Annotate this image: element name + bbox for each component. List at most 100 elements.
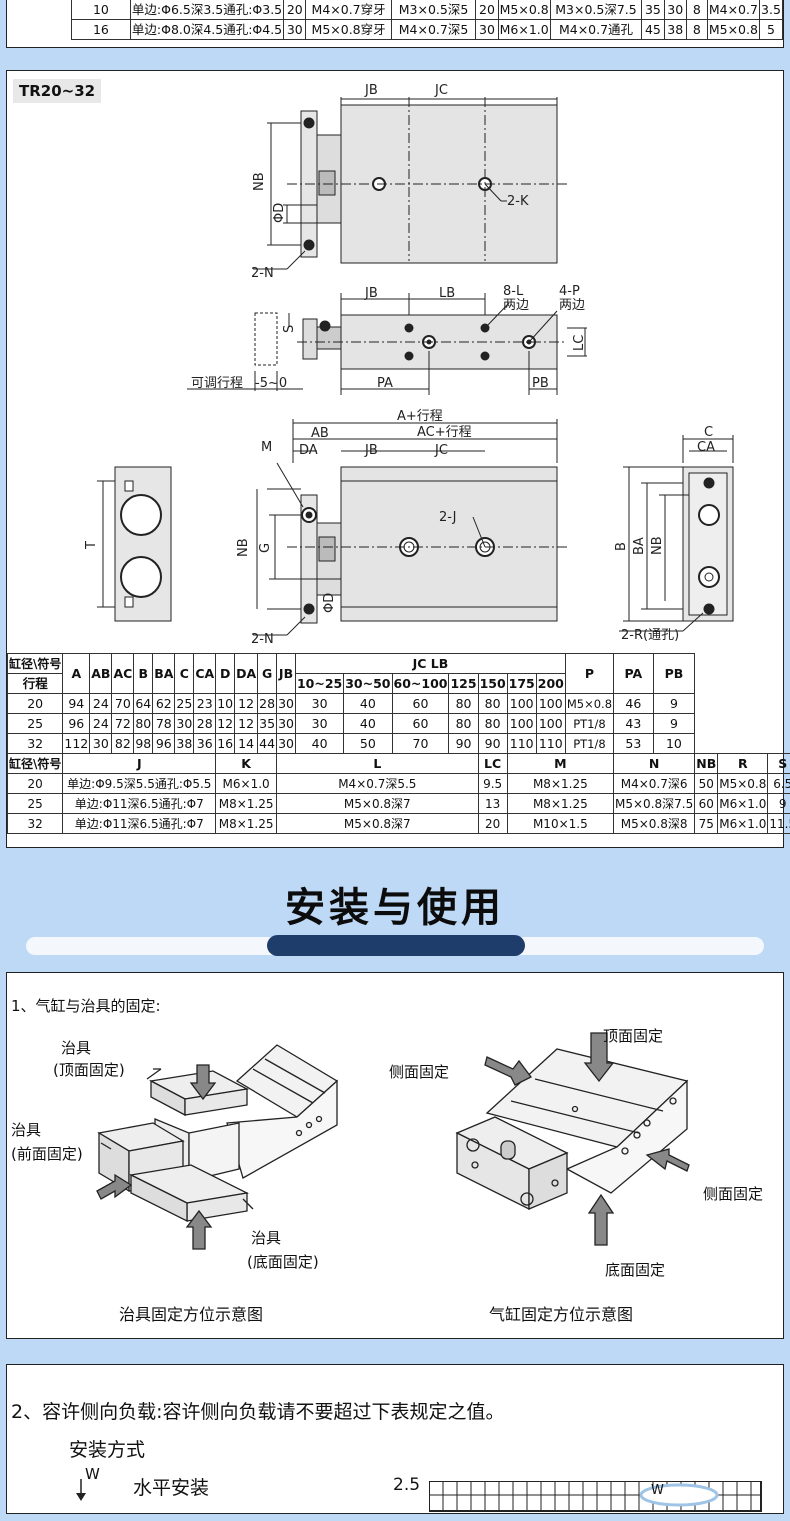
table-cell: 36 bbox=[194, 734, 216, 754]
table-cell: 20 bbox=[478, 814, 507, 834]
table-cell: 46 bbox=[614, 694, 654, 714]
label-t: T bbox=[84, 541, 99, 550]
table-cell: 30 bbox=[295, 694, 343, 714]
jig-illustration bbox=[97, 1045, 337, 1249]
table-cell: 45 bbox=[642, 20, 664, 40]
table-cell: 96 bbox=[63, 714, 90, 734]
table-cell: M4×0.7通孔 bbox=[550, 20, 642, 40]
label-2r: 2-R(通孔) bbox=[621, 628, 679, 643]
jig-top-sub: (顶面固定) bbox=[53, 1059, 125, 1080]
table-cell: M4×0.7深5 bbox=[391, 20, 476, 40]
table-cell: M5×0.8深7 bbox=[277, 794, 479, 814]
label-jb: JB bbox=[364, 83, 378, 98]
table-cell: 12 bbox=[235, 694, 258, 714]
label-2j: 2-J bbox=[439, 510, 457, 525]
load-chart-grid bbox=[429, 1481, 769, 1521]
header-cell: AB bbox=[90, 654, 112, 694]
table-cell: M4×0.7 bbox=[707, 0, 759, 20]
header-cell: S bbox=[768, 754, 790, 774]
table-cell: 60 bbox=[695, 794, 718, 814]
table-cell: 90 bbox=[449, 734, 478, 754]
table-cell: 20 bbox=[8, 694, 63, 714]
table-cell: 单边:Φ11深6.5通孔:Φ7 bbox=[63, 794, 216, 814]
jig-top-label: 治具 bbox=[61, 1037, 91, 1058]
header-cell: JB bbox=[277, 654, 296, 694]
table-cell: 20 bbox=[476, 0, 498, 20]
table-cell: 10 bbox=[216, 694, 235, 714]
table-cell: 96 bbox=[153, 734, 175, 754]
side-fix-left-label: 侧面固定 bbox=[389, 1061, 449, 1082]
chart-y-top: 2.5 bbox=[393, 1475, 420, 1495]
jig-front-sub: (前面固定) bbox=[11, 1143, 83, 1164]
load-heading: 2、容许侧向负载:容许侧向负载请不要超过下表规定之值。 bbox=[11, 1397, 505, 1424]
table-cell: M5×0.8深7.5 bbox=[614, 794, 695, 814]
table-cell: 30 bbox=[277, 694, 296, 714]
label-nb: NB bbox=[252, 172, 267, 191]
header-cell: G bbox=[258, 654, 277, 694]
table-cell: M8×1.25 bbox=[216, 794, 277, 814]
label-ca: CA bbox=[697, 440, 715, 455]
horizontal-mount-label: 水平安装 bbox=[133, 1473, 209, 1500]
label-jc: JC bbox=[434, 83, 448, 98]
table-cell: 25 bbox=[8, 794, 63, 814]
table-cell: 单边:Φ9.5深5.5通孔:Φ5.5 bbox=[63, 774, 216, 794]
label-nb-front: NB bbox=[236, 538, 251, 557]
table-cell: 75 bbox=[695, 814, 718, 834]
table-cell: M5×0.8 bbox=[498, 0, 550, 20]
table-cell: 110 bbox=[536, 734, 565, 754]
label-pa: PA bbox=[377, 376, 393, 391]
header-cell: PB bbox=[653, 654, 695, 694]
header-row: 缸径\符号JKLLCMNNBRST bbox=[8, 754, 790, 774]
table-cell: M6×1.0 bbox=[718, 794, 768, 814]
table-cell: M5×0.8深7 bbox=[277, 814, 479, 834]
label-8l: 8-L bbox=[503, 284, 524, 299]
side-fix-right-label: 侧面固定 bbox=[703, 1183, 763, 1204]
table-cell: M3×0.5深5 bbox=[391, 0, 476, 20]
chart-w-label: W bbox=[651, 1483, 664, 1498]
table-cell: 30 bbox=[664, 0, 686, 20]
table-cell: 94 bbox=[63, 694, 90, 714]
cylinder-illustration bbox=[457, 1033, 689, 1245]
header-cell: 缸径\符号 bbox=[8, 754, 63, 774]
label-2k: 2-K bbox=[507, 194, 529, 209]
header-cell: CA bbox=[194, 654, 216, 694]
table-cell: 9 bbox=[653, 694, 695, 714]
table-cell: 23 bbox=[194, 694, 216, 714]
header-cell: J bbox=[63, 754, 216, 774]
table-cell: 80 bbox=[449, 694, 478, 714]
header-cell: 125 bbox=[449, 674, 478, 694]
mounting-illustration bbox=[7, 973, 783, 1338]
header-cell: AC bbox=[112, 654, 134, 694]
header-cell: 150 bbox=[478, 674, 507, 694]
caption-cylinder: 气缸固定方位示意图 bbox=[489, 1301, 633, 1325]
header-cell: M bbox=[507, 754, 613, 774]
table-cell: 82 bbox=[112, 734, 134, 754]
table-cell: M3×0.5深7.5 bbox=[550, 0, 642, 20]
header-cell: N bbox=[614, 754, 695, 774]
label-lb: LB bbox=[439, 286, 455, 301]
top-fix-label: 顶面固定 bbox=[603, 1025, 663, 1046]
label-b: B bbox=[614, 542, 629, 551]
table-cell: M5×0.8穿牙 bbox=[306, 20, 391, 40]
table-cell: 单边:Φ11深6.5通孔:Φ7 bbox=[63, 814, 216, 834]
table-cell: 单边:Φ8.0深4.5通孔:Φ4.5 bbox=[130, 20, 283, 40]
table-cell: 28 bbox=[258, 694, 277, 714]
table-cell: 40 bbox=[344, 714, 392, 734]
table-cell: M5×0.8 bbox=[707, 20, 759, 40]
table-cell: 53 bbox=[614, 734, 654, 754]
table-cell: 12 bbox=[216, 714, 235, 734]
table-cell: 单边:Φ6.5深3.5通孔:Φ3.5 bbox=[130, 0, 283, 20]
table-cell: 30 bbox=[277, 734, 296, 754]
header-cell: NB bbox=[695, 754, 718, 774]
header-cell: C bbox=[175, 654, 194, 694]
label-g: G bbox=[258, 543, 273, 553]
table-cell: 10 bbox=[72, 0, 131, 20]
mounting-panel: 1、气缸与治具的固定: bbox=[6, 972, 784, 1339]
table-cell: 30 bbox=[175, 714, 194, 734]
